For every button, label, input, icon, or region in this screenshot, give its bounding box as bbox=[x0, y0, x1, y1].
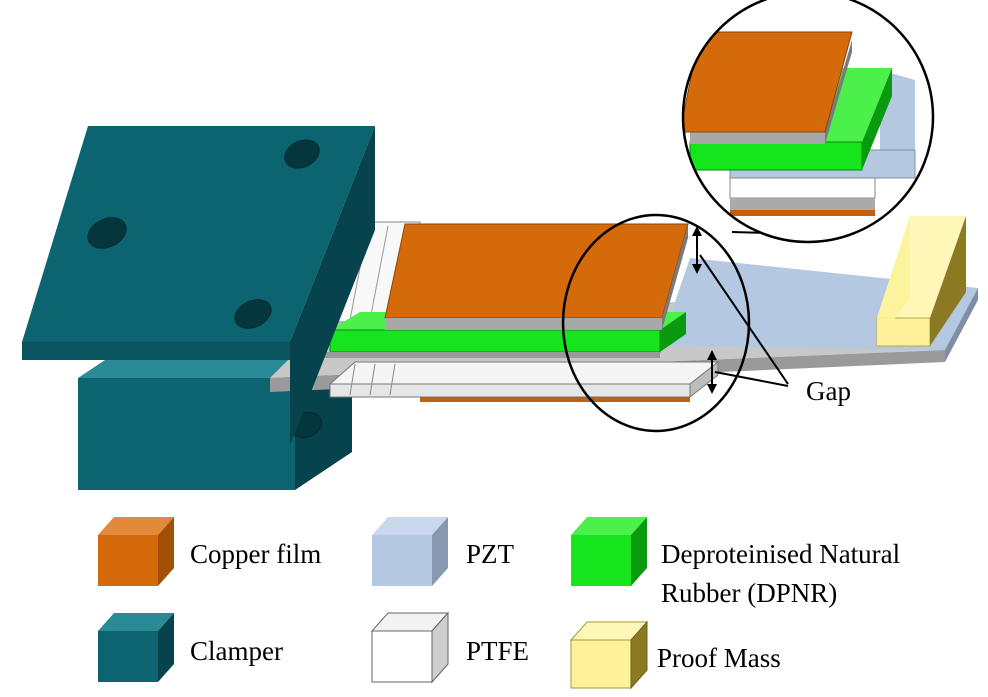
legend-label-proof-mass: Proof Mass bbox=[657, 643, 781, 673]
legend-swatch-clamper-front bbox=[98, 631, 158, 682]
gap-arrows bbox=[692, 226, 789, 394]
legend-label-dpnr-line2: Rubber (DPNR) bbox=[661, 578, 837, 608]
legend-item-proof-mass: Proof Mass bbox=[569, 620, 781, 690]
legend-swatch-dpnr-top bbox=[571, 517, 647, 535]
upper-copper-film bbox=[384, 223, 689, 330]
lower-layer-stack bbox=[328, 360, 720, 402]
legend-label-ptfe: PTFE bbox=[466, 636, 529, 666]
legend-swatch-pzt-side bbox=[432, 517, 448, 586]
legend-label-pzt: PZT bbox=[466, 539, 515, 569]
legend-item-clamper: Clamper bbox=[98, 613, 283, 682]
legend-swatch-clamper-side bbox=[158, 613, 174, 682]
legend-swatch-copper-top bbox=[98, 517, 174, 535]
legend-swatch-proof-mass-front bbox=[570, 639, 632, 689]
legend-swatch-dpnr-side bbox=[631, 517, 647, 586]
gap-label: Gap bbox=[806, 376, 851, 406]
legend: Copper film PZT Deproteinised Natural Ru… bbox=[98, 517, 900, 690]
legend-swatch-clamper-top bbox=[98, 613, 174, 631]
zoom-region-circle bbox=[561, 213, 751, 433]
legend-label-copper: Copper film bbox=[190, 539, 321, 569]
legend-item-pzt: PZT bbox=[372, 517, 515, 586]
legend-swatch-pzt-front bbox=[372, 535, 432, 586]
legend-item-copper: Copper film bbox=[98, 517, 321, 586]
legend-swatch-copper-side bbox=[158, 517, 174, 586]
legend-item-dpnr: Deproteinised Natural Rubber (DPNR) bbox=[571, 517, 900, 608]
upper-clamper bbox=[22, 126, 375, 445]
legend-swatch-proof-mass-side bbox=[630, 620, 648, 690]
zoom-inset bbox=[683, 0, 933, 242]
legend-swatch-copper-front bbox=[98, 535, 158, 586]
legend-swatch-dpnr-front bbox=[571, 535, 631, 586]
legend-swatch-ptfe-front bbox=[371, 630, 433, 683]
bolt-hole bbox=[234, 299, 272, 329]
legend-swatch-pzt-top bbox=[372, 517, 448, 535]
zoom-inset-border bbox=[681, 0, 935, 244]
legend-item-ptfe: PTFE bbox=[370, 611, 529, 684]
bolt-hole bbox=[87, 217, 127, 249]
legend-swatch-ptfe-side bbox=[431, 611, 449, 684]
legend-label-dpnr-line1: Deproteinised Natural bbox=[661, 539, 900, 569]
proof-mass bbox=[876, 216, 966, 347]
bolt-hole bbox=[284, 139, 320, 169]
legend-label-clamper: Clamper bbox=[190, 636, 283, 666]
